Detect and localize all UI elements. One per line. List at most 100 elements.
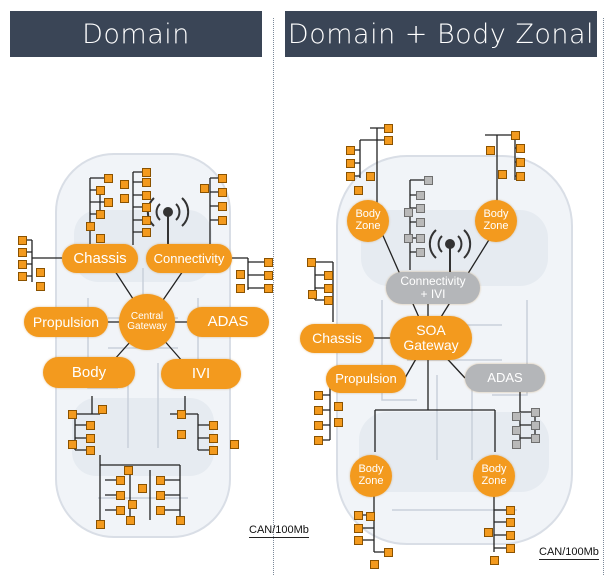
panel-divider-right — [603, 18, 604, 575]
sensor-node-icon — [324, 271, 333, 280]
sensor-node-icon — [384, 136, 393, 145]
bus-label-text: CAN/100Mb — [539, 546, 599, 558]
sensor-node-icon — [68, 440, 77, 449]
domain-header: Domain — [10, 11, 262, 57]
bus-label-text: CAN/100Mb — [249, 524, 309, 536]
sensor-node-icon — [264, 271, 273, 280]
sensor-node-icon — [142, 228, 151, 237]
body-zone-label: Body Zone — [358, 463, 384, 487]
sensor-node-icon — [314, 406, 323, 415]
sensor-node-icon — [104, 198, 113, 207]
ivi-domain[interactable]: IVI — [161, 359, 241, 389]
sensor-node-icon — [218, 188, 227, 197]
sensor-node-icon — [218, 174, 227, 183]
sensor-node-icon — [490, 556, 499, 565]
body-zone-rear-right[interactable]: Body Zone — [473, 455, 515, 497]
sensor-node-icon — [236, 270, 245, 279]
sensor-node-icon — [531, 421, 540, 430]
sensor-node-icon — [531, 434, 540, 443]
body-label: Body — [71, 363, 107, 381]
adas-domain[interactable]: ADAS — [187, 307, 269, 337]
sensor-node-icon — [264, 284, 273, 293]
sensor-node-icon — [384, 548, 393, 557]
sensor-node-icon — [370, 560, 379, 569]
sensor-node-icon — [209, 421, 218, 430]
zonal-header: Domain + Body Zonal — [285, 11, 597, 57]
sensor-node-icon — [142, 168, 151, 177]
sensor-node-icon — [18, 236, 27, 245]
sensor-node-icon — [354, 536, 363, 545]
sensor-node-icon — [334, 418, 343, 427]
central-gateway[interactable]: Central Gateway — [119, 294, 175, 350]
sensor-node-icon — [511, 131, 520, 140]
bus-label-right: CAN/100Mb — [539, 546, 599, 560]
sensor-node-icon — [314, 421, 323, 430]
adas-label: ADAS — [207, 313, 249, 331]
sensor-node-icon — [366, 512, 375, 521]
sensor-node-icon — [96, 210, 105, 219]
chassis-domain[interactable]: Chassis — [62, 244, 138, 273]
sensor-node-icon — [128, 500, 137, 509]
sensor-node-icon — [177, 410, 186, 419]
body-domain[interactable]: Body — [43, 357, 135, 388]
sensor-node-icon — [86, 434, 95, 443]
sensor-node-icon — [18, 272, 27, 281]
body-zone-front-right[interactable]: Body Zone — [475, 200, 517, 242]
adas-label: ADAS — [487, 370, 523, 386]
body-zone-label: Body Zone — [355, 208, 381, 232]
sensor-node-icon — [416, 191, 425, 200]
sensor-node-icon — [506, 544, 515, 553]
sensor-node-icon — [209, 434, 218, 443]
sensor-node-icon — [354, 524, 363, 533]
sensor-node-icon — [346, 172, 355, 181]
sensor-node-icon — [86, 446, 95, 455]
sensor-node-icon — [484, 528, 493, 537]
sensor-node-icon — [416, 248, 425, 257]
sensor-node-icon — [116, 491, 125, 500]
sensor-node-icon — [18, 260, 27, 269]
ivi-label: IVI — [191, 365, 211, 383]
body-zone-rear-left[interactable]: Body Zone — [350, 455, 392, 497]
sensor-node-icon — [142, 178, 151, 187]
adas-domain-zonal[interactable]: ADAS — [465, 364, 545, 392]
propulsion-domain-zonal[interactable]: Propulsion — [326, 365, 406, 393]
sensor-node-icon — [68, 410, 77, 419]
sensor-node-icon — [142, 216, 151, 225]
body-zone-label: Body Zone — [483, 208, 509, 232]
sensor-node-icon — [120, 194, 129, 203]
propulsion-domain[interactable]: Propulsion — [24, 307, 108, 337]
sensor-node-icon — [104, 174, 113, 183]
sensor-node-icon — [126, 516, 135, 525]
chassis-domain-zonal[interactable]: Chassis — [300, 324, 374, 353]
sensor-node-icon — [314, 391, 323, 400]
sensor-node-icon — [218, 202, 227, 211]
sensor-node-icon — [86, 222, 95, 231]
sensor-node-icon — [218, 216, 227, 225]
connectivity-ivi-domain[interactable]: Connectivity + IVI — [386, 272, 480, 304]
chassis-label: Chassis — [73, 249, 127, 267]
connectivity-ivi-label: Connectivity + IVI — [400, 274, 466, 301]
sensor-node-icon — [354, 511, 363, 520]
sensor-node-icon — [516, 144, 525, 153]
soa-gateway[interactable]: SOA Gateway — [390, 316, 472, 360]
sensor-node-icon — [314, 436, 323, 445]
sensor-node-icon — [512, 412, 521, 421]
sensor-node-icon — [18, 248, 27, 257]
sensor-node-icon — [512, 426, 521, 435]
sensor-node-icon — [416, 204, 425, 213]
connectivity-domain[interactable]: Connectivity — [146, 244, 232, 273]
connectivity-label: Connectivity — [153, 250, 225, 266]
sensor-node-icon — [307, 258, 316, 267]
sensor-node-icon — [424, 176, 433, 185]
sensor-node-icon — [98, 405, 107, 414]
antenna-icon — [428, 229, 472, 272]
sensor-node-icon — [346, 146, 355, 155]
sensor-node-icon — [506, 531, 515, 540]
bus-label-left: CAN/100Mb — [249, 524, 309, 538]
sensor-node-icon — [346, 159, 355, 168]
sensor-node-icon — [516, 158, 525, 167]
body-zone-front-left[interactable]: Body Zone — [347, 200, 389, 242]
body-zone-label: Body Zone — [481, 463, 507, 487]
sensor-node-icon — [366, 172, 375, 181]
